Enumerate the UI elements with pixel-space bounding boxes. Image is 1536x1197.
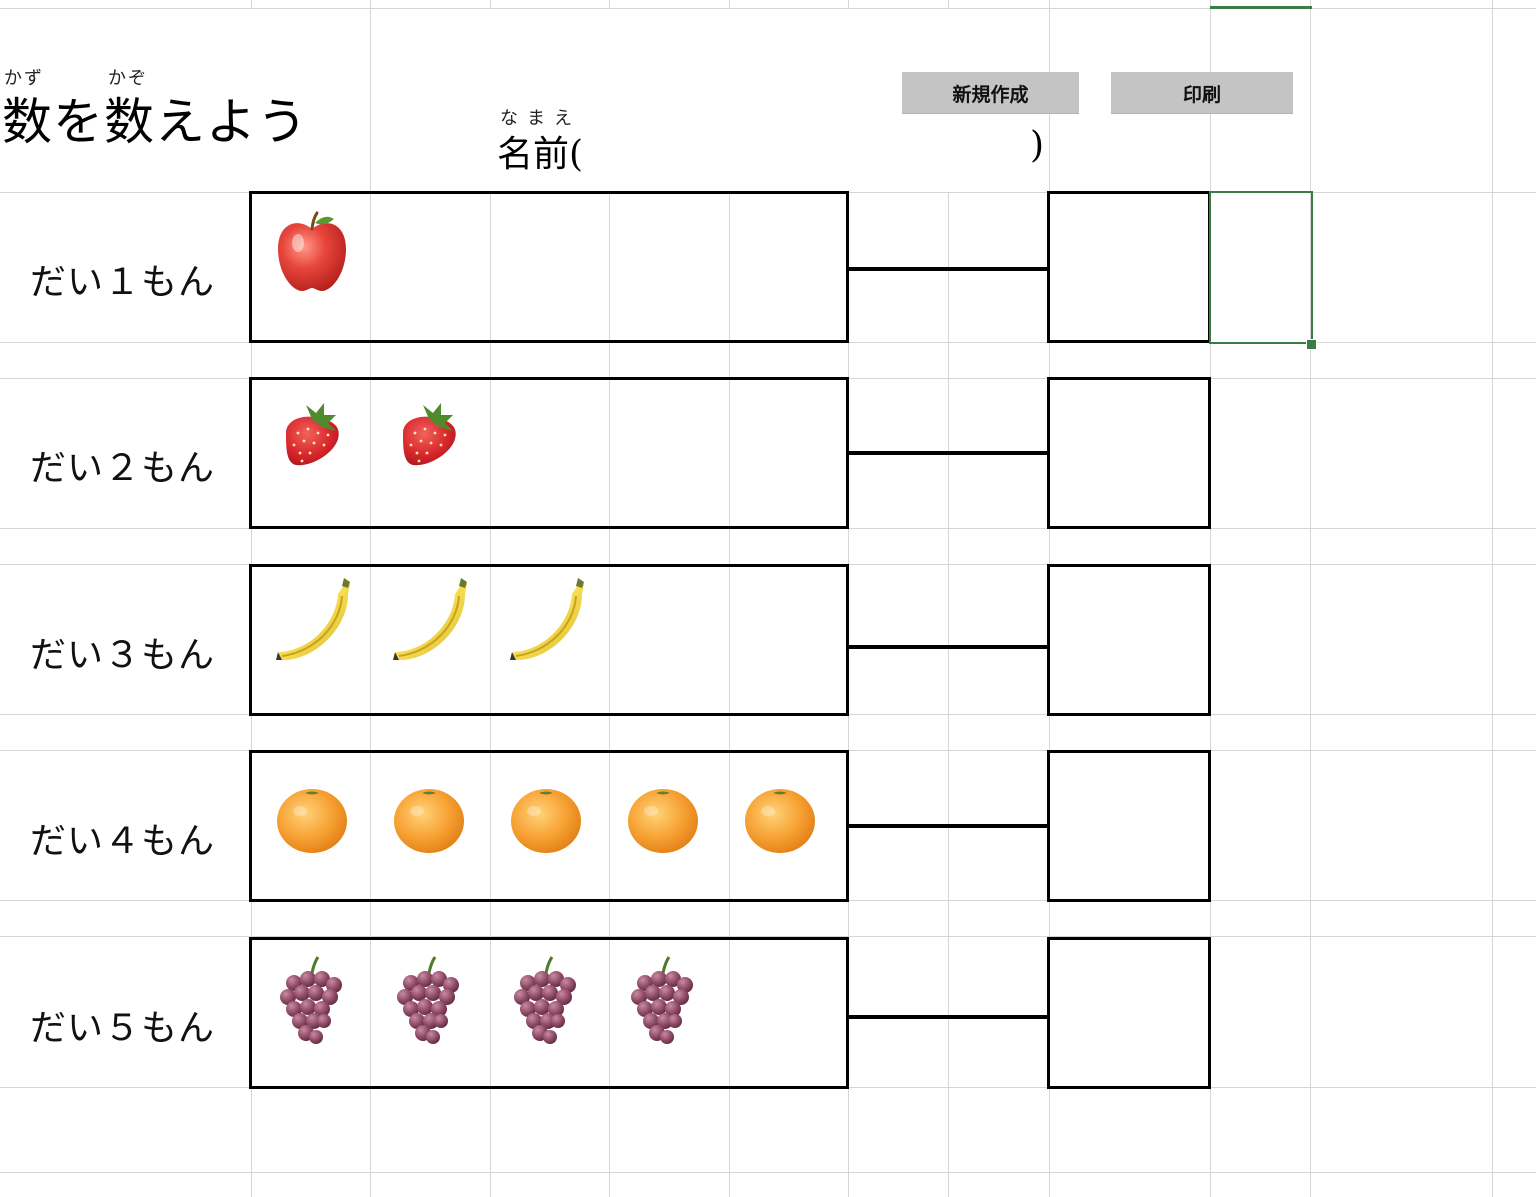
orange-icon (506, 769, 586, 869)
answer-connector-1 (849, 267, 1049, 271)
strawberry-icon (272, 385, 352, 485)
name-label: 名前( (497, 134, 584, 175)
fruit-box-3 (249, 564, 849, 716)
banana-icon (272, 572, 352, 672)
orange-icon (740, 769, 820, 869)
grape-icon (506, 953, 586, 1053)
question-label-2: だい２もん (30, 448, 216, 489)
strawberry-icon (389, 385, 469, 485)
answer-connector-3 (849, 645, 1049, 649)
grape-icon (272, 953, 352, 1053)
selected-cell[interactable] (1209, 191, 1313, 344)
fruit-box-4 (249, 750, 849, 902)
orange-icon (272, 769, 352, 869)
fill-handle[interactable] (1306, 339, 1317, 350)
new-sheet-button[interactable]: 新規作成 (902, 72, 1079, 114)
print-button[interactable]: 印刷 (1111, 72, 1293, 114)
answer-box-3[interactable] (1047, 564, 1211, 716)
answer-connector-4 (849, 824, 1049, 828)
title-ruby-kazo: かぞ (108, 68, 148, 89)
question-label-4: だい４もん (30, 821, 216, 862)
answer-connector-5 (849, 1015, 1049, 1019)
answer-box-4[interactable] (1047, 750, 1211, 902)
question-label-1: だい１もん (30, 262, 216, 303)
fruit-box-5 (249, 937, 849, 1089)
orange-icon (623, 769, 703, 869)
answer-box-2[interactable] (1047, 377, 1211, 529)
answer-box-5[interactable] (1047, 937, 1211, 1089)
grape-icon (389, 953, 469, 1053)
grape-icon (623, 953, 703, 1053)
question-label-3: だい３もん (30, 635, 216, 676)
question-label-5: だい５もん (30, 1008, 216, 1049)
name-ruby: なまえ (500, 108, 581, 129)
name-close-paren: ) (1030, 125, 1045, 166)
fruit-box-2 (249, 377, 849, 529)
apple-icon (272, 205, 352, 305)
answer-connector-2 (849, 451, 1049, 455)
page-title: 数を数えよう (2, 93, 308, 151)
fruit-box-1 (249, 191, 849, 343)
title-ruby-kazu: かず (4, 68, 44, 89)
orange-icon (389, 769, 469, 869)
answer-box-1[interactable] (1047, 191, 1211, 343)
selected-column-marker (1210, 6, 1312, 9)
banana-icon (506, 572, 586, 672)
banana-icon (389, 572, 469, 672)
